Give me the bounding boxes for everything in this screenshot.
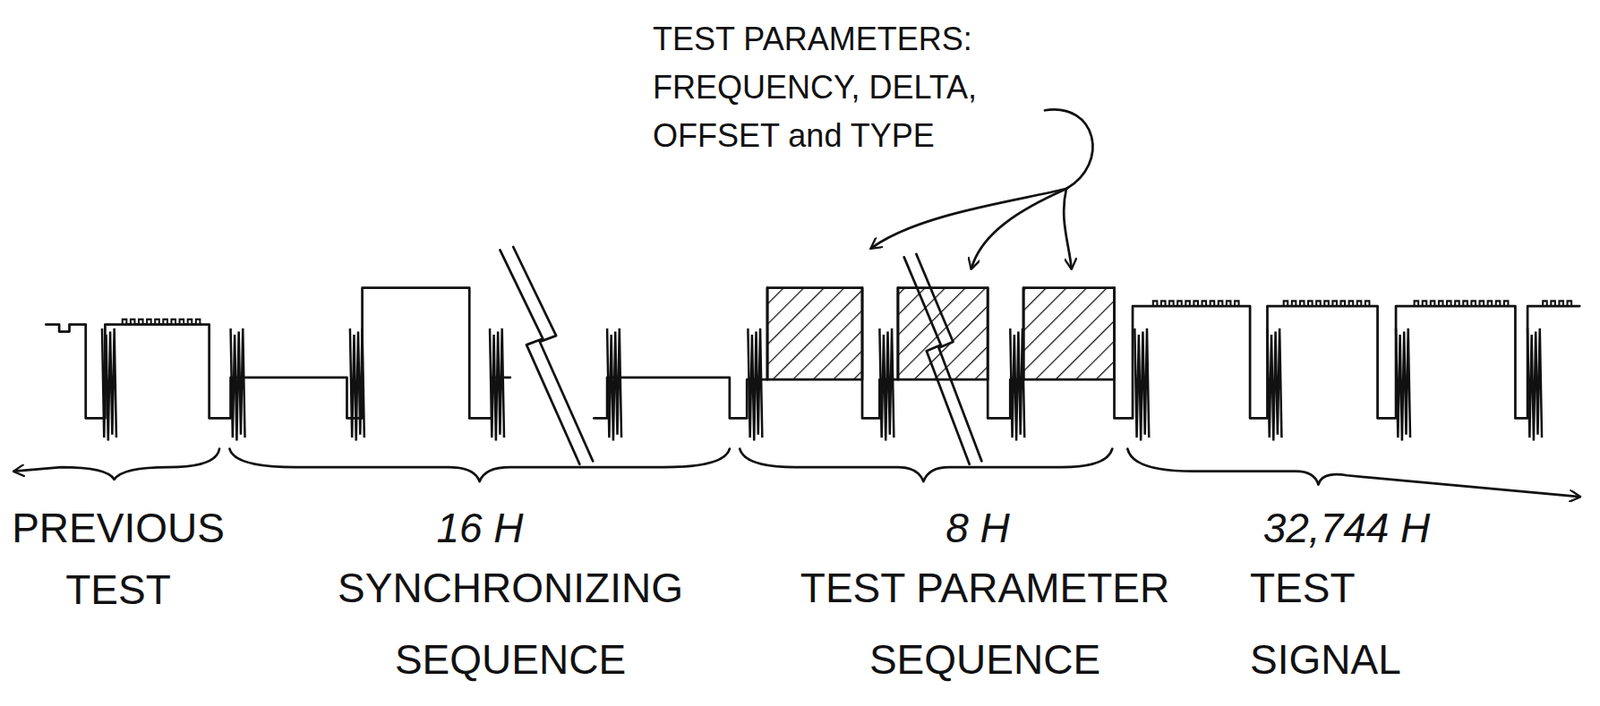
section-label: TEST SIGNAL <box>1249 552 1429 696</box>
parameter-box <box>1023 288 1114 381</box>
color-burst <box>1134 328 1149 441</box>
ripple <box>1153 300 1240 307</box>
break-mark <box>904 254 983 465</box>
section-label: TEST PARAMETER SEQUENCE <box>761 552 1209 696</box>
duration-label: 32,744 H <box>1263 501 1431 556</box>
brace-arrow <box>1127 449 1580 498</box>
callout-note: TEST PARAMETERS: FREQUENCY, DELTA, OFFSE… <box>652 15 1029 161</box>
waveform <box>45 288 1580 420</box>
color-burst <box>231 328 246 441</box>
color-burst <box>1395 328 1411 441</box>
color-burst <box>489 328 505 441</box>
brace <box>739 449 1113 482</box>
ripple <box>1283 300 1370 307</box>
brace-arrow <box>14 449 220 480</box>
leader-line <box>1044 109 1093 189</box>
color-burst <box>1527 328 1542 441</box>
leader-arrow <box>971 188 1067 269</box>
color-burst <box>879 328 894 441</box>
leader-arrow <box>871 188 1067 249</box>
parameter-box <box>767 288 863 381</box>
leader-arrow <box>1063 188 1071 269</box>
color-bursts <box>102 328 1542 441</box>
color-burst <box>350 328 365 441</box>
duration-label: 8 H <box>945 501 1010 556</box>
color-burst <box>102 328 117 441</box>
ripples <box>122 300 1572 325</box>
color-burst <box>1009 328 1025 441</box>
ripple <box>1414 300 1509 307</box>
section-label: PREVIOUS TEST <box>6 497 231 622</box>
color-burst <box>1266 328 1282 441</box>
duration-label: 16 H <box>436 501 523 556</box>
section-label: SYNCHRONIZING SEQUENCE <box>322 552 699 696</box>
color-burst <box>747 328 762 441</box>
break-mark <box>499 247 593 465</box>
color-burst <box>607 328 622 441</box>
ripple <box>1542 300 1572 307</box>
parameter-box <box>898 288 988 381</box>
ripple <box>122 319 201 326</box>
brace <box>229 449 729 482</box>
